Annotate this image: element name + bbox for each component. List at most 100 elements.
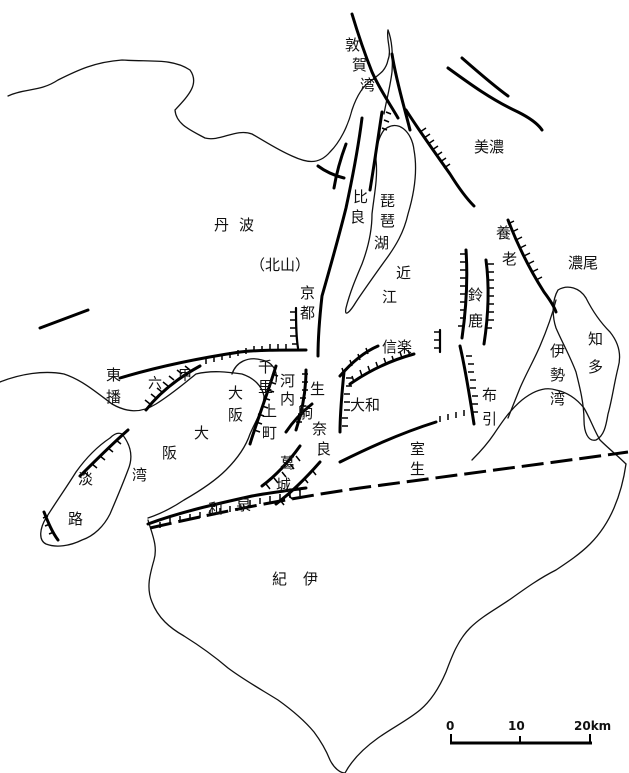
coastline-ise-west: [471, 388, 627, 465]
fault-nara: [338, 370, 346, 434]
label-osaka-bay-c3: 湾: [132, 466, 147, 484]
label-muro: 室 生: [410, 440, 430, 478]
label-uemachi: 上 町: [262, 402, 282, 442]
label-nunobiki-c2: 引: [482, 410, 497, 428]
label-senri-c2: 里: [258, 378, 273, 396]
fault-yoro: [506, 218, 558, 314]
label-nobi: 濃尾: [568, 254, 598, 272]
label-tsuruga-bay-c1: 敦: [345, 36, 360, 54]
awaji-island: [40, 432, 132, 547]
label-chita-c2: 多: [588, 358, 603, 376]
coastline-north: [7, 29, 391, 163]
fault-izumi: [146, 486, 308, 526]
label-biwa-lake: 琵 琶 湖: [374, 192, 400, 252]
coastline-osaka-east: [231, 358, 278, 383]
label-hira-c2: 良: [350, 208, 365, 226]
label-katsuragi-c1: 葛: [280, 454, 295, 472]
label-kitayama: （北山）: [250, 256, 310, 274]
fault-mino-2: [460, 56, 510, 98]
label-muro-c1: 室: [410, 440, 425, 458]
fault-hira-2: [368, 110, 384, 192]
label-ikoma-c1: 生: [310, 380, 325, 398]
label-hira: 比 良: [350, 188, 373, 226]
coastline-tsuruga: [383, 29, 394, 115]
label-chita-c1: 知: [588, 330, 603, 348]
label-yamato: 大和: [350, 396, 380, 414]
coastline-kii: [147, 463, 627, 773]
label-rokko: 六 甲: [148, 368, 192, 392]
label-omi-c1: 近: [396, 264, 411, 282]
label-osaka-bay: 大 阪 湾: [132, 424, 214, 484]
label-ikoma-c2: 駒: [298, 404, 313, 422]
fault-neodani: [446, 66, 544, 132]
scale-bar: 0 10 20km: [446, 719, 611, 745]
fault-shigaraki: [348, 352, 416, 386]
fault-kyoto-west: [316, 164, 346, 180]
label-chita: 知 多: [588, 330, 608, 376]
label-katsuragi-c2: 城: [276, 476, 291, 494]
fault-hanaore: [350, 12, 400, 120]
label-kyoto: 京 都: [300, 284, 320, 322]
label-omi-c2: 江: [382, 288, 397, 306]
label-yoro: 養 老: [496, 224, 517, 268]
label-ikoma: 生 駒: [298, 380, 330, 422]
label-awaji-c1: 淡: [78, 470, 93, 488]
fault-suzuka-w: [460, 248, 469, 340]
label-yoro-c2: 老: [502, 250, 517, 268]
label-osaka-c2: 阪: [228, 406, 243, 424]
label-izumi: 和 泉: [208, 496, 251, 518]
label-nunobiki: 布 引: [482, 386, 502, 428]
fault-awaji-east: [42, 510, 60, 542]
label-shigaraki: 信楽: [382, 338, 412, 356]
label-biwa-lake-c3: 湖: [374, 234, 389, 252]
label-tsuruga-bay-c2: 賀: [352, 56, 367, 74]
label-nara-c2: 良: [316, 440, 331, 458]
label-yoro-c1: 養: [496, 224, 511, 242]
label-awaji: 淡 路: [68, 470, 98, 528]
chita-peninsula: [552, 286, 621, 441]
label-nara: 奈 良: [312, 420, 332, 458]
label-osaka-c1: 大: [228, 384, 243, 402]
label-osaka-bay-c1: 大: [194, 424, 209, 442]
fault-muro: [338, 420, 438, 464]
label-tsuruga-bay-c3: 湾: [360, 76, 375, 94]
label-hira-c1: 比: [353, 188, 368, 206]
scale-label-20: 20km: [574, 719, 611, 733]
label-uemachi-c2: 町: [262, 424, 277, 442]
label-rokko-c1: 六: [148, 376, 162, 392]
label-kawachi: 河 内: [280, 372, 300, 408]
fault-east-harima: [38, 308, 90, 330]
coastline-west: [0, 371, 265, 519]
fault-rokko-2: [144, 364, 202, 412]
label-mino: 美濃: [474, 138, 504, 156]
label-osaka: 大 阪: [228, 384, 248, 424]
labels: 敦 賀 湾 美濃 比 良 琵 琶 湖 近 江 丹波 （北山） 京 都 養 老 濃…: [68, 36, 608, 588]
fault-yanagase: [390, 52, 412, 132]
label-higashi-harima-c1: 東: [106, 366, 121, 384]
label-senri: 千 里: [258, 358, 278, 396]
scale-label-10: 10: [508, 719, 525, 733]
label-nunobiki-c1: 布: [482, 386, 497, 404]
label-kii: 紀伊: [272, 570, 334, 588]
fault-katsuragi: [260, 444, 302, 488]
label-kyoto-c2: 都: [300, 304, 315, 322]
fault-rokko: [118, 348, 308, 380]
label-izumi-c2: 泉: [236, 496, 251, 514]
coastline-ise-north: [507, 299, 557, 419]
fault-hira-1: [316, 116, 364, 358]
fault-hanaore-2: [332, 142, 348, 190]
label-suzuka: 鈴 鹿: [468, 286, 488, 330]
label-ise-bay-c2: 勢: [550, 366, 565, 384]
label-rokko-c2: 甲: [178, 368, 192, 384]
label-ise-bay-c1: 伊: [550, 342, 565, 360]
label-suzuka-c2: 鹿: [468, 312, 483, 330]
label-biwa-lake-c1: 琵: [380, 192, 395, 210]
label-muro-c2: 生: [410, 460, 425, 478]
label-izumi-c1: 和: [208, 500, 223, 518]
label-ise-bay: 伊 勢 湾: [550, 342, 570, 408]
label-nara-c1: 奈: [312, 420, 327, 438]
label-kawachi-c1: 河: [280, 372, 295, 390]
lake-biwa-outline: [344, 124, 417, 314]
label-higashi-harima: 東 播: [106, 366, 126, 406]
